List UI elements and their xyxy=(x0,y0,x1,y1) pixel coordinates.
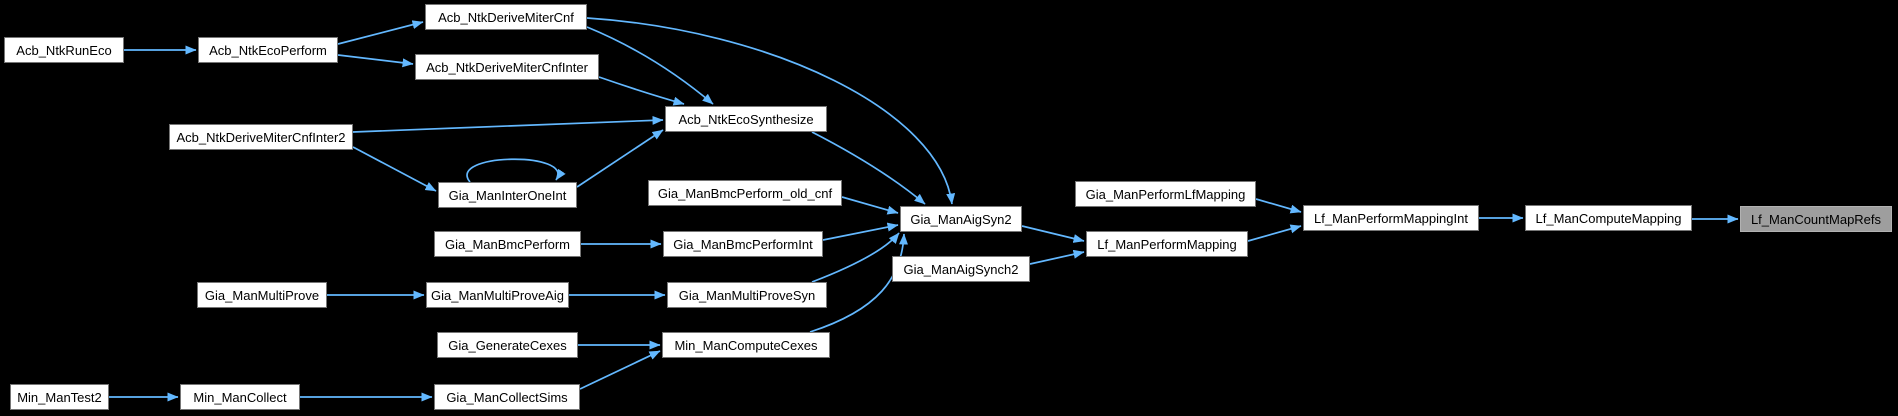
graph-node-Gia_ManCollectSims[interactable]: Gia_ManCollectSims xyxy=(434,384,580,410)
graph-node-Acb_NtkEcoPerform[interactable]: Acb_NtkEcoPerform xyxy=(198,37,338,63)
graph-node-Gia_ManAigSynch2[interactable]: Gia_ManAigSynch2 xyxy=(892,256,1030,282)
edge-Gia_ManMultiProveSyn-to-Gia_ManAigSyn2 xyxy=(811,232,900,283)
edge-Acb_NtkEcoPerform-to-Acb_NtkDeriveMiterCnfInter xyxy=(337,54,414,68)
graph-node-Min_ManComputeCexes[interactable]: Min_ManComputeCexes xyxy=(662,332,830,358)
edge-Gia_ManAigSyn2-to-Lf_ManPerformMapping xyxy=(1021,225,1085,243)
graph-node-Gia_ManInterOneInt[interactable]: Gia_ManInterOneInt xyxy=(438,182,577,208)
graph-node-Acb_NtkDeriveMiterCnf[interactable]: Acb_NtkDeriveMiterCnf xyxy=(425,4,587,30)
graph-node-Gia_ManAigSyn2[interactable]: Gia_ManAigSyn2 xyxy=(900,206,1022,232)
edge-Acb_NtkEcoSynthesize-to-Gia_ManAigSyn2 xyxy=(811,131,926,205)
graph-node-Gia_ManPerformLfMapping[interactable]: Gia_ManPerformLfMapping xyxy=(1075,181,1256,207)
graph-node-Acb_NtkEcoSynthesize[interactable]: Acb_NtkEcoSynthesize xyxy=(665,106,827,132)
graph-node-Min_ManCollect[interactable]: Min_ManCollect xyxy=(180,384,300,410)
graph-node-Gia_ManMultiProveAig[interactable]: Gia_ManMultiProveAig xyxy=(426,282,569,308)
edge-Gia_ManInterOneInt-to-Gia_ManInterOneInt xyxy=(466,158,566,183)
graph-node-Acb_NtkDeriveMiterCnfInter[interactable]: Acb_NtkDeriveMiterCnfInter xyxy=(415,54,599,80)
graph-node-Gia_ManMultiProveSyn[interactable]: Gia_ManMultiProveSyn xyxy=(667,282,827,308)
graph-node-Gia_ManMultiProve[interactable]: Gia_ManMultiProve xyxy=(197,282,327,308)
edge-Min_ManComputeCexes-to-Gia_ManAigSyn2 xyxy=(809,233,909,333)
edge-Acb_NtkDeriveMiterCnf-to-Acb_NtkEcoSynthesize xyxy=(586,26,714,105)
edge-Gia_ManAigSynch2-to-Lf_ManPerformMapping xyxy=(1029,249,1085,265)
graph-node-Min_ManTest2[interactable]: Min_ManTest2 xyxy=(10,384,109,410)
edge-Acb_NtkEcoPerform-to-Acb_NtkDeriveMiterCnf xyxy=(337,20,424,45)
graph-node-Lf_ManPerformMapping[interactable]: Lf_ManPerformMapping xyxy=(1086,231,1248,257)
edge-Lf_ManPerformMapping-to-Lf_ManPerformMappingInt xyxy=(1247,224,1302,242)
graph-node-Gia_GenerateCexes[interactable]: Gia_GenerateCexes xyxy=(437,332,578,358)
graph-node-Gia_ManBmcPerformInt[interactable]: Gia_ManBmcPerformInt xyxy=(663,231,823,257)
graph-node-Acb_NtkRunEco[interactable]: Acb_NtkRunEco xyxy=(4,37,124,63)
edge-Acb_NtkDeriveMiterCnfInter-to-Acb_NtkEcoSynthesize xyxy=(598,76,685,106)
edge-Acb_NtkDeriveMiterCnfInter2-to-Gia_ManInterOneInt xyxy=(352,146,437,192)
edge-Gia_ManBmcPerform_old_cnf-to-Gia_ManAigSyn2 xyxy=(841,196,899,215)
graph-node-Lf_ManComputeMapping[interactable]: Lf_ManComputeMapping xyxy=(1525,205,1692,231)
edge-Gia_ManCollectSims-to-Min_ManComputeCexes xyxy=(579,350,661,390)
graph-node-Gia_ManBmcPerform[interactable]: Gia_ManBmcPerform xyxy=(434,231,581,257)
graph-node-Gia_ManBmcPerform_old_cnf[interactable]: Gia_ManBmcPerform_old_cnf xyxy=(648,180,842,206)
edge-Gia_ManInterOneInt-to-Acb_NtkEcoSynthesize xyxy=(576,129,664,188)
edge-Acb_NtkDeriveMiterCnfInter2-to-Acb_NtkEcoSynthesize xyxy=(352,115,664,133)
graph-node-Lf_ManPerformMappingInt[interactable]: Lf_ManPerformMappingInt xyxy=(1303,205,1479,231)
graph-node-Lf_ManCountMapRefs: Lf_ManCountMapRefs xyxy=(1740,206,1892,232)
edge-Gia_ManPerformLfMapping-to-Lf_ManPerformMappingInt xyxy=(1255,198,1302,214)
edge-Gia_ManBmcPerformInt-to-Gia_ManAigSyn2 xyxy=(822,222,899,241)
edge-Acb_NtkDeriveMiterCnf-to-Gia_ManAigSyn2 xyxy=(586,17,956,205)
graph-node-Acb_NtkDeriveMiterCnfInter2[interactable]: Acb_NtkDeriveMiterCnfInter2 xyxy=(169,124,353,150)
